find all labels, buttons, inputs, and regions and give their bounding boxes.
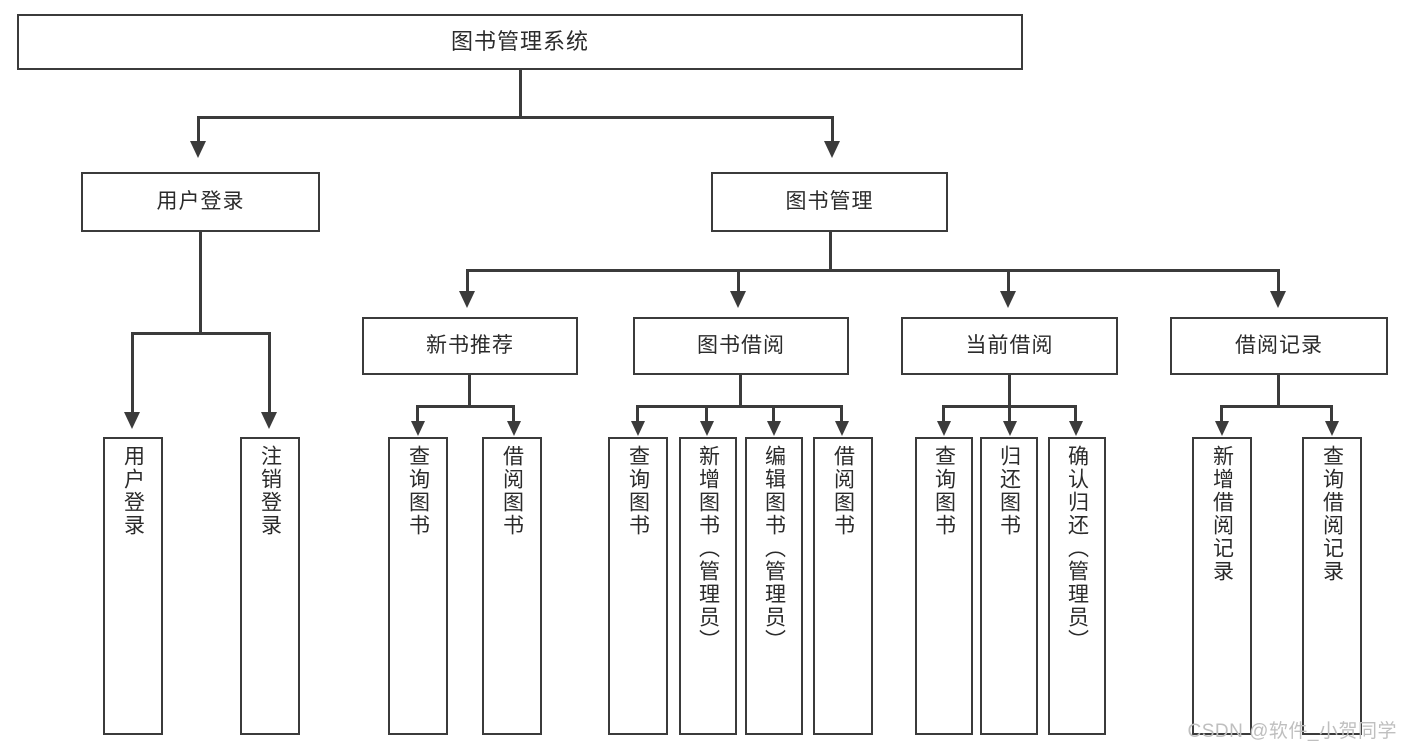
connector-borrow-book-stem [739,375,742,408]
arrow-borrow-book-leaf2 [700,421,714,436]
node-label: 编辑图书（管理员） [762,445,786,652]
connector-borrow-book-bar [636,405,843,408]
node-label: 图书管理 [785,190,874,214]
connector-to-new-book [466,269,469,293]
node-root-system[interactable]: 图书管理系统 [17,14,1023,70]
arrow-current-borrow-leaf1 [937,421,951,436]
node-label: 图书借阅 [697,334,785,358]
connector-new-book-leaf2 [512,405,515,423]
connector-current-borrow-leaf2 [1008,405,1011,423]
connector-level1-bar [197,116,834,119]
arrow-borrow-book-leaf3 [767,421,781,436]
connector-borrow-book-leaf1 [636,405,639,423]
arrow-to-borrow-book [730,291,746,308]
node-label: 借阅图书 [500,445,524,537]
arrow-current-borrow-leaf2 [1003,421,1017,436]
node-leaf-confirm-return-admin[interactable]: 确认归还（管理员） [1048,437,1106,735]
connector-borrow-record-leaf2 [1330,405,1333,423]
connector-current-borrow-stem [1008,375,1011,408]
connector-borrow-book-leaf4 [840,405,843,423]
connector-level2-bar [466,269,1280,272]
connector-to-current-borrow [1007,269,1010,293]
connector-current-borrow-leaf3 [1074,405,1077,423]
node-new-book-recommend[interactable]: 新书推荐 [362,317,578,375]
connector-borrow-book-leaf3 [772,405,775,423]
arrow-borrow-book-leaf4 [835,421,849,436]
connector-user-login-leaf1 [131,332,134,414]
node-label: 查询借阅记录 [1320,445,1344,583]
arrow-new-book-leaf1 [411,421,425,436]
node-label: 用户登录 [121,445,145,537]
arrow-borrow-book-leaf1 [631,421,645,436]
arrow-to-book-manage [824,141,840,158]
node-current-borrow[interactable]: 当前借阅 [901,317,1118,375]
connector-borrow-record-stem [1277,375,1280,408]
arrow-current-borrow-leaf3 [1069,421,1083,436]
node-user-login[interactable]: 用户登录 [81,172,320,232]
node-leaf-return-book[interactable]: 归还图书 [980,437,1038,735]
connector-new-book-leaf1 [416,405,419,423]
node-borrow-record[interactable]: 借阅记录 [1170,317,1388,375]
node-leaf-query-borrow-record[interactable]: 查询借阅记录 [1302,437,1362,735]
node-label: 图书管理系统 [450,28,589,54]
node-leaf-query-book-recommend[interactable]: 查询图书 [388,437,448,735]
node-leaf-user-login[interactable]: 用户登录 [103,437,163,735]
node-leaf-borrow-book[interactable]: 借阅图书 [813,437,873,735]
node-leaf-edit-book-admin[interactable]: 编辑图书（管理员） [745,437,803,735]
node-book-borrow[interactable]: 图书借阅 [633,317,849,375]
arrow-borrow-record-leaf2 [1325,421,1339,436]
connector-borrow-record-bar [1220,405,1333,408]
connector-user-login-stem [199,232,202,334]
arrow-to-borrow-record [1270,291,1286,308]
arrow-borrow-record-leaf1 [1215,421,1229,436]
arrow-user-login-leaf1 [124,412,140,429]
connector-to-book-manage [831,116,834,143]
arrow-to-user-login [190,141,206,158]
connector-to-borrow-book [737,269,740,293]
node-leaf-add-book-admin[interactable]: 新增图书（管理员） [679,437,737,735]
node-label: 新增图书（管理员） [696,445,720,652]
node-leaf-query-book-borrow[interactable]: 查询图书 [608,437,668,735]
connector-borrow-record-leaf1 [1220,405,1223,423]
arrow-to-new-book [459,291,475,308]
node-label: 注销登录 [258,445,282,537]
connector-user-login-bar [131,332,270,335]
connector-new-book-stem [468,375,471,408]
node-leaf-add-borrow-record[interactable]: 新增借阅记录 [1192,437,1252,735]
connector-to-borrow-record [1277,269,1280,293]
node-leaf-query-book-current[interactable]: 查询图书 [915,437,973,735]
node-label: 归还图书 [997,445,1021,537]
node-label: 新增借阅记录 [1210,445,1234,583]
node-book-management[interactable]: 图书管理 [711,172,948,232]
arrow-to-current-borrow [1000,291,1016,308]
connector-user-login-leaf2 [268,332,271,414]
node-leaf-logout[interactable]: 注销登录 [240,437,300,735]
node-label: 查询图书 [626,445,650,537]
connector-to-user-login [197,116,200,143]
connector-borrow-book-leaf2 [705,405,708,423]
connector-new-book-bar [416,405,515,408]
node-label: 确认归还（管理员） [1065,445,1089,652]
node-label: 借阅记录 [1235,334,1323,358]
arrow-user-login-leaf2 [261,412,277,429]
node-label: 当前借阅 [965,334,1054,358]
arrow-new-book-leaf2 [507,421,521,436]
node-label: 用户登录 [156,190,245,214]
node-label: 查询图书 [406,445,430,537]
node-label: 查询图书 [932,445,956,537]
node-label: 借阅图书 [831,445,855,537]
node-label: 新书推荐 [426,334,514,358]
connector-root-stem [519,70,522,118]
connector-book-manage-stem [829,232,832,272]
connector-current-borrow-leaf1 [942,405,945,423]
node-leaf-borrow-book-recommend[interactable]: 借阅图书 [482,437,542,735]
